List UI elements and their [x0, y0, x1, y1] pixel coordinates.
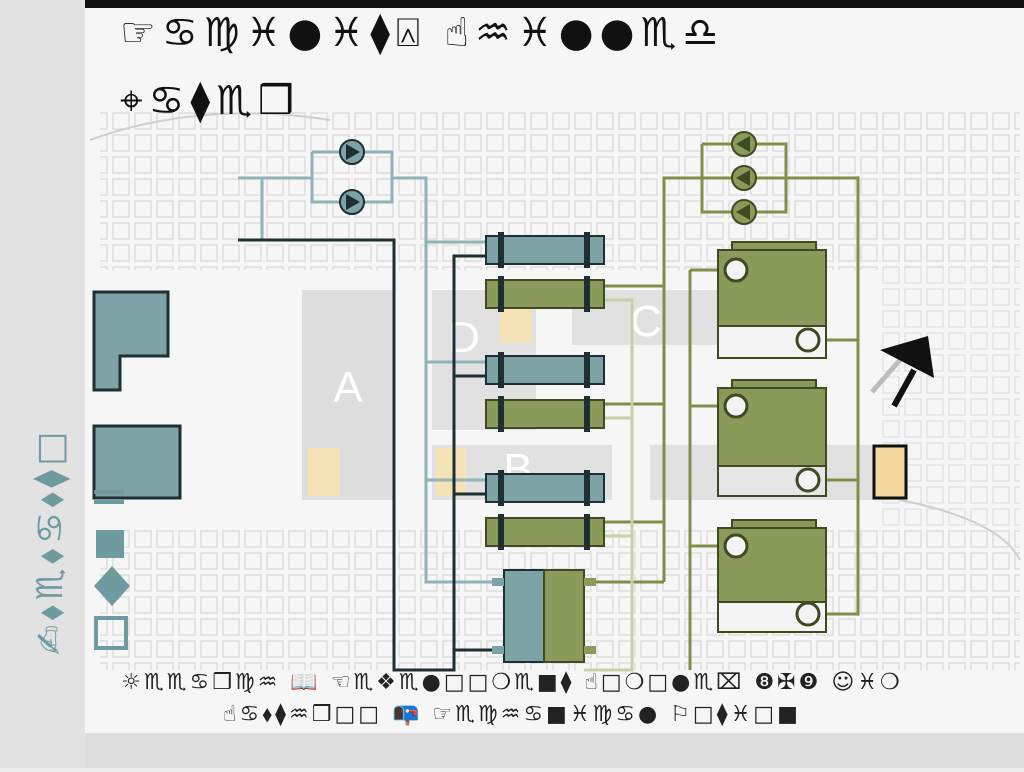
legend-diamond-icon: [94, 566, 130, 606]
barrel-band: [584, 514, 590, 550]
chiller-3: [485, 470, 605, 550]
legend-line-icon: [94, 490, 124, 494]
tower-inlet-icon: [723, 257, 749, 283]
hx-nozzle: [492, 578, 504, 586]
north-arrow-icon: [870, 336, 934, 408]
barrel-band: [584, 352, 590, 388]
tower-outlet-icon: [795, 467, 821, 493]
barrel-band: [584, 232, 590, 268]
block-label-a: A: [333, 363, 363, 412]
barrel-band: [584, 396, 590, 432]
hx-nozzle: [584, 646, 596, 654]
road-curve-east: [899, 499, 1021, 561]
hx-cw-side: [543, 569, 585, 663]
barrel-band: [498, 352, 504, 388]
building-d-accent: [500, 305, 532, 343]
caption-line-1: ☼♏♏♋❒♍♒ 📖 ☜♏❖♏●□□❍♏■⧫ ☝□❍□●♏⌧ ❽✠❾ ☺♓❍: [121, 670, 903, 695]
pump-arrow-icon: [736, 204, 750, 220]
building-e-accent: [872, 444, 908, 500]
legend: [94, 490, 130, 650]
tower-outlet-icon: [795, 601, 821, 627]
thermal-storage-tank-square: [92, 424, 182, 500]
pump-arrow-icon: [346, 144, 360, 160]
tower-outlet-icon: [795, 327, 821, 353]
hx-chw-side: [503, 569, 547, 663]
barrel-band: [498, 276, 504, 312]
cw-pump-group: [731, 131, 757, 225]
road-curve: [89, 112, 331, 141]
page-title-line-2: ⌖♋⧫♏❒: [120, 78, 300, 124]
legend-square-icon: [96, 530, 124, 558]
cooling-tower-3: [717, 519, 827, 633]
block-label-c: C: [630, 297, 662, 346]
heat-exchanger: [492, 569, 596, 663]
chw-pump-group: [339, 139, 365, 215]
chiller-2: [485, 352, 605, 432]
tower-inlet-icon: [723, 533, 749, 559]
cooling-tower-1: [717, 241, 827, 359]
building-blocks: A D C B E: [302, 290, 908, 502]
barrel-band: [498, 514, 504, 550]
barrel-band: [498, 232, 504, 268]
tower-inlet-icon: [723, 393, 749, 419]
page-title-line-1: ☞♋♍♓●♓⧫⍓ ☝♒♓●●♏♎: [120, 10, 725, 56]
legend-outline-square-icon: [94, 616, 128, 650]
caption-line-2: ☝♋⬧⧫♒❒□□ 📭 ☞♏♍♒♋■♓♍♋● ⚐□⧫♓□■: [223, 702, 801, 727]
left-margin: [0, 0, 85, 768]
thermal-storage-tank-l: [92, 290, 170, 392]
chiller-1: [485, 232, 605, 312]
top-border: [0, 0, 1024, 8]
barrel-band: [584, 470, 590, 506]
barrel-band: [498, 396, 504, 432]
legend-label: ✍⬧♏⬧♋⬧⧫□: [30, 427, 71, 655]
pump-arrow-icon: [346, 194, 360, 210]
pump-arrow-icon: [736, 170, 750, 186]
cooling-tower-2: [717, 379, 827, 497]
bottom-margin: [85, 733, 1024, 768]
condenser-piping: [584, 142, 860, 670]
barrel-band: [498, 470, 504, 506]
hx-nozzle: [584, 578, 596, 586]
building-b-accent: [436, 448, 466, 496]
pump-arrow-icon: [736, 136, 750, 152]
building-a-accent: [308, 448, 340, 496]
pale-piping: [584, 298, 634, 672]
chilled-water-piping: [238, 150, 504, 584]
barrel-band: [584, 276, 590, 312]
hx-nozzle: [492, 646, 504, 654]
legend-line-icon: [94, 500, 124, 504]
